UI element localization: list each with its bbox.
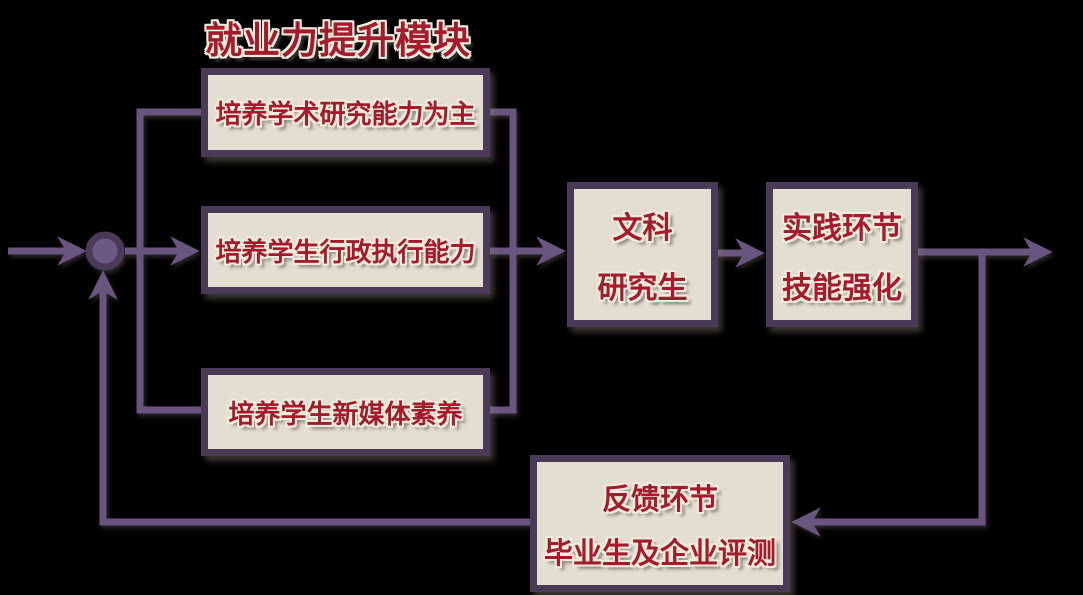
student-box: 文科 研究生 [567, 182, 718, 327]
feedback-box-line1: 反馈环节 [601, 483, 718, 516]
feedback-return-arrow [88, 270, 530, 526]
practice-box: 实践环节 技能强化 [766, 182, 918, 327]
module-box-admin-execution-label: 培养学生行政执行能力 [215, 236, 476, 267]
module-box-new-media: 培养学生新媒体素养 [201, 368, 490, 456]
junction-node [85, 231, 125, 271]
feedback-box: 反馈环节 毕业生及企业评测 [530, 455, 790, 592]
diagram-title: 就业力提升模块 [205, 20, 471, 61]
student-box-line1: 文科 [612, 211, 673, 245]
output-to-feedback-arrow [791, 252, 986, 537]
practice-box-line2: 技能强化 [782, 271, 902, 305]
student-box-line2: 研究生 [597, 271, 688, 305]
module-box-admin-execution: 培养学生行政执行能力 [201, 206, 490, 294]
practice-box-line1: 实践环节 [782, 211, 902, 245]
module-box-academic-research-label: 培养学术研究能力为主 [215, 99, 476, 129]
module-box-academic-research: 培养学术研究能力为主 [201, 68, 490, 157]
merge-line-right [490, 108, 517, 414]
module-box-new-media-label: 培养学生新媒体素养 [228, 398, 463, 429]
branch-line-left [136, 108, 201, 414]
feedback-box-line2: 毕业生及企业评测 [543, 537, 776, 570]
